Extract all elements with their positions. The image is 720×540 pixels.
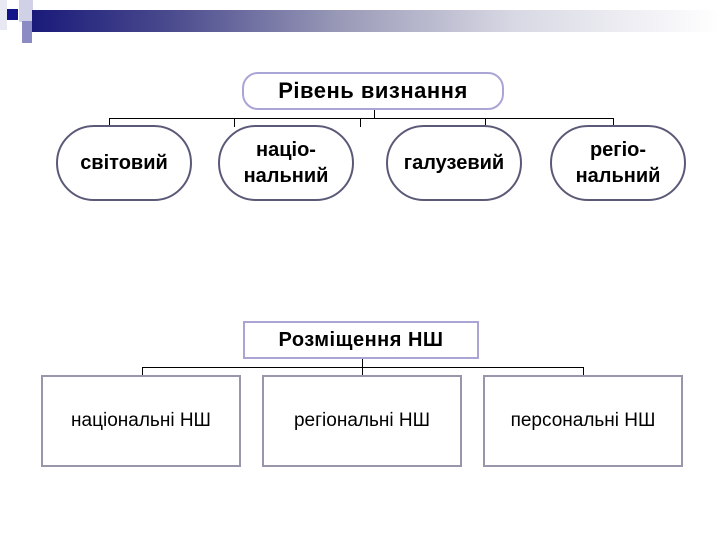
node-regional-ns: регіональні НШ bbox=[262, 375, 462, 467]
recognition-level-title: Рівень визнання bbox=[242, 72, 504, 110]
decor-square bbox=[22, 21, 32, 43]
connector bbox=[583, 367, 584, 376]
connector bbox=[234, 118, 235, 127]
gradient-bar bbox=[32, 10, 720, 32]
title-text: Розміщення НШ bbox=[278, 328, 444, 351]
node-label: галузевий bbox=[403, 152, 505, 174]
connector bbox=[360, 118, 361, 127]
decor-square bbox=[7, 9, 18, 20]
node-worldwide: світовий bbox=[56, 125, 192, 201]
node-personal-ns: персональні НШ bbox=[483, 375, 683, 467]
connector bbox=[613, 118, 614, 127]
node-industry: галузевий bbox=[386, 125, 522, 201]
node-label: національні НШ bbox=[71, 410, 211, 431]
node-label: світовий bbox=[80, 152, 168, 174]
decor-square bbox=[0, 0, 7, 30]
connector bbox=[142, 367, 143, 376]
connector bbox=[109, 118, 110, 127]
slide-decoration bbox=[0, 0, 720, 45]
connector bbox=[362, 367, 363, 376]
node-national: націо- нальний bbox=[218, 125, 354, 201]
node-label-line2: нальний bbox=[243, 165, 329, 187]
connector bbox=[362, 359, 363, 368]
title-text: Рівень визнання bbox=[278, 78, 468, 103]
node-regional: регіо- нальний bbox=[550, 125, 686, 201]
placement-title: Розміщення НШ bbox=[243, 321, 479, 359]
node-label: регіональні НШ bbox=[293, 410, 431, 431]
decor-square bbox=[19, 0, 33, 22]
connector bbox=[109, 118, 613, 119]
node-label-line2: нальний bbox=[575, 165, 661, 187]
node-label: персональні НШ bbox=[510, 410, 656, 431]
node-label-line1: націо- bbox=[256, 139, 316, 161]
connector bbox=[374, 110, 375, 119]
node-label-line1: регіо- bbox=[589, 139, 647, 161]
node-national-ns: національні НШ bbox=[41, 375, 241, 467]
connector bbox=[485, 118, 486, 127]
